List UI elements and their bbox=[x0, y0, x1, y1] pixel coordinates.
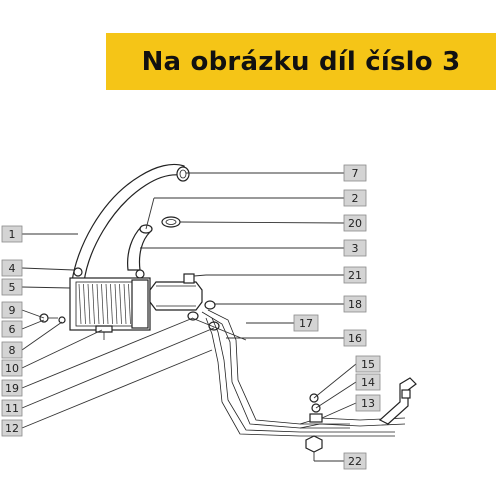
label-6: 6 bbox=[1, 320, 23, 338]
label-2: 2 bbox=[343, 189, 367, 207]
svg-text:9: 9 bbox=[9, 304, 16, 317]
svg-text:5: 5 bbox=[9, 281, 16, 294]
label-10: 10 bbox=[1, 359, 23, 377]
radiator-fin bbox=[78, 283, 82, 325]
part-clamp-top bbox=[176, 166, 190, 182]
label-15: 15 bbox=[355, 355, 381, 373]
label-12: 12 bbox=[1, 419, 23, 437]
part-ring-clamp bbox=[161, 216, 181, 228]
svg-text:12: 12 bbox=[5, 422, 19, 435]
label-14: 14 bbox=[355, 373, 381, 391]
svg-text:11: 11 bbox=[5, 402, 19, 415]
part-hose-right bbox=[378, 377, 417, 425]
radiator-fin bbox=[105, 283, 109, 325]
svg-text:10: 10 bbox=[5, 362, 19, 375]
svg-text:4: 4 bbox=[9, 262, 16, 275]
svg-text:13: 13 bbox=[361, 397, 375, 410]
svg-text:21: 21 bbox=[348, 269, 362, 282]
title-banner: Na obrázku díl číslo 3 bbox=[106, 33, 496, 90]
svg-text:16: 16 bbox=[348, 332, 362, 345]
svg-text:1: 1 bbox=[9, 228, 16, 241]
svg-text:18: 18 bbox=[348, 298, 362, 311]
label-7: 7 bbox=[343, 164, 367, 182]
label-19: 19 bbox=[1, 379, 23, 397]
svg-text:22: 22 bbox=[348, 455, 362, 468]
svg-text:14: 14 bbox=[361, 376, 375, 389]
radiator-fin bbox=[87, 283, 91, 325]
svg-text:15: 15 bbox=[361, 358, 375, 371]
label-9: 9 bbox=[1, 301, 23, 319]
part-nut bbox=[305, 435, 323, 453]
label-20: 20 bbox=[343, 214, 367, 232]
radiator-fin bbox=[123, 283, 127, 325]
label-3: 3 bbox=[343, 239, 367, 257]
label-5: 5 bbox=[1, 278, 23, 296]
banner-title: Na obrázku díl číslo 3 bbox=[141, 46, 461, 77]
label-13: 13 bbox=[355, 394, 381, 412]
label-21: 21 bbox=[343, 266, 367, 284]
label-22: 22 bbox=[343, 452, 367, 470]
part-screws-top bbox=[73, 267, 145, 279]
svg-text:6: 6 bbox=[9, 323, 16, 336]
leader-lines bbox=[21, 172, 357, 462]
radiator-fin bbox=[92, 283, 95, 325]
radiator-fin bbox=[101, 283, 104, 325]
label-18: 18 bbox=[343, 295, 367, 313]
radiator-fin bbox=[96, 283, 100, 325]
radiator-fin bbox=[110, 283, 113, 325]
radiator-fin bbox=[119, 283, 122, 325]
svg-text:20: 20 bbox=[348, 217, 362, 230]
radiator-fin bbox=[83, 283, 86, 325]
radiator-fin bbox=[114, 283, 118, 325]
part-radiator bbox=[69, 277, 151, 331]
svg-text:17: 17 bbox=[299, 317, 313, 330]
label-16: 16 bbox=[343, 329, 367, 347]
svg-text:7: 7 bbox=[352, 167, 359, 180]
svg-text:19: 19 bbox=[5, 382, 19, 395]
label-11: 11 bbox=[1, 399, 23, 417]
label-8: 8 bbox=[1, 341, 23, 359]
svg-text:8: 8 bbox=[9, 344, 16, 357]
part-hose-short bbox=[127, 224, 153, 271]
label-1: 1 bbox=[1, 225, 23, 243]
label-17: 17 bbox=[293, 314, 319, 332]
label-4: 4 bbox=[1, 259, 23, 277]
svg-text:2: 2 bbox=[352, 192, 359, 205]
part-pipes bbox=[201, 309, 406, 437]
part-expansion-tank bbox=[149, 273, 203, 311]
svg-text:3: 3 bbox=[352, 242, 359, 255]
radiator-fin bbox=[128, 283, 131, 325]
